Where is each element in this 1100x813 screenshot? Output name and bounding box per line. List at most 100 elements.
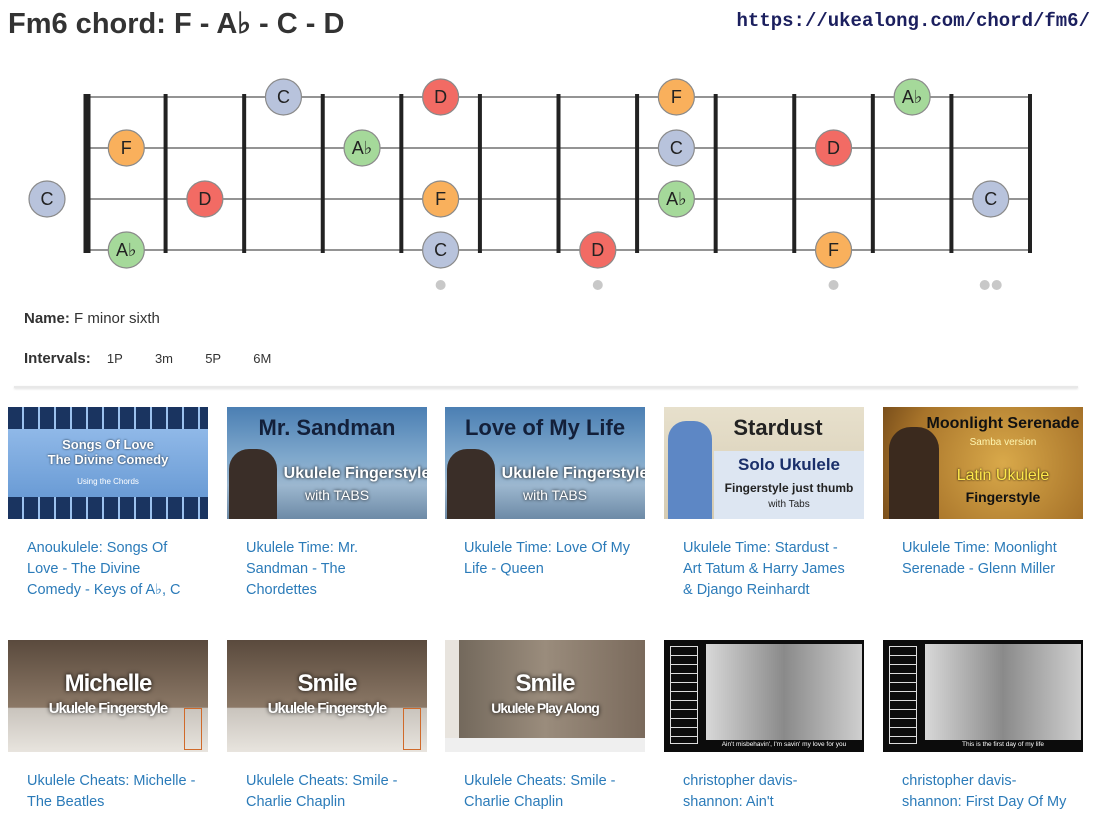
video-title-link[interactable]: Ukulele Cheats: Michelle - The Beatles — [27, 773, 196, 810]
note-marker — [28, 180, 66, 218]
video-card[interactable]: Ain't misbehavin', I'm savin' my love fo… — [664, 640, 864, 810]
video-title-link[interactable]: christopher davis-shannon: First Day Of … — [902, 773, 1067, 810]
note-label: F — [435, 189, 446, 209]
video-title-link[interactable]: Ukulele Time: Love Of My Life - Queen — [464, 540, 630, 577]
name-label: Name: — [24, 310, 70, 327]
thumb-decoration — [403, 708, 421, 750]
name-value: F minor sixth — [74, 310, 160, 327]
note-label: A♭ — [902, 87, 923, 107]
note-label: F — [121, 138, 132, 158]
thumb-decoration — [670, 646, 698, 744]
note-label: A♭ — [352, 138, 373, 158]
video-card[interactable]: This is the first day of my life christop… — [883, 640, 1083, 810]
note-label: D — [198, 189, 211, 209]
thumb-caption: This is the first day of my life — [962, 741, 1044, 748]
note-marker — [814, 231, 853, 269]
interval-2: 3m — [154, 351, 174, 366]
thumb-subtitle-3: with Tabs — [768, 499, 810, 510]
video-title-link[interactable]: Ukulele Time: Moonlight Serenade - Glenn… — [902, 540, 1057, 577]
video-title-link[interactable]: Ukulele Cheats: Smile - Charlie Chaplin — [464, 773, 616, 810]
note-marker — [107, 129, 145, 167]
thumb-decoration — [445, 738, 645, 752]
fret-marker-dot — [828, 280, 839, 290]
thumb-subtitle: Ukulele Fingerstyle — [267, 700, 388, 717]
note-label: D — [434, 87, 447, 107]
interval-1: 1P — [106, 351, 123, 366]
thumb-subtitle: Samba version — [969, 437, 1037, 448]
note-marker — [972, 180, 1010, 218]
note-label: C — [984, 189, 997, 209]
note-marker — [657, 78, 695, 116]
video-title-link[interactable]: Anoukulele: Songs Of Love - The Divine C… — [27, 540, 181, 598]
note-marker — [186, 180, 224, 218]
thumb-decoration — [889, 427, 939, 519]
thumb-subtitle-2: Latin Ukulele — [956, 467, 1050, 484]
thumb-decoration — [706, 644, 862, 740]
page-url[interactable]: https://ukealong.com/chord/fm6/ — [736, 10, 1090, 32]
fret-marker-dot — [979, 280, 990, 290]
note-marker — [264, 78, 303, 116]
interval-4: 6M — [253, 351, 272, 366]
fret-marker-dot — [991, 280, 1002, 290]
thumb-subtitle: Ukulele Play Along — [491, 700, 600, 716]
video-title-link[interactable]: Ukulele Time: Stardust - Art Tatum & Har… — [683, 540, 845, 598]
note-label: D — [827, 138, 840, 158]
note-label: A♭ — [116, 240, 137, 260]
note-label: F — [671, 87, 682, 107]
interval-3: 5P — [205, 351, 222, 366]
thumb-decoration — [668, 421, 712, 519]
note-marker — [657, 180, 695, 218]
note-label: D — [591, 240, 604, 260]
chord-name-row: Name: F minor sixth — [24, 310, 285, 328]
thumb-title: Moonlight Serenade — [926, 415, 1080, 432]
thumb-subtitle-2: with TABS — [522, 487, 588, 503]
note-marker — [343, 129, 381, 167]
chord-info: Name: F minor sixth Intervals: 1P 3m 5P … — [24, 310, 285, 390]
page-title: Fm6 chord: F - A♭ - C - D — [8, 8, 345, 40]
note-label: C — [41, 189, 54, 209]
thumb-decoration — [447, 449, 495, 519]
section-divider — [14, 386, 1078, 388]
thumb-subtitle: Ukulele Fingerstyle — [283, 465, 427, 482]
thumb-title: Stardust — [733, 415, 823, 440]
video-title-link[interactable]: Ukulele Time: Mr. Sandman - The Chordett… — [246, 540, 358, 598]
note-marker — [422, 231, 460, 269]
thumb-decoration — [8, 497, 208, 519]
note-marker — [893, 78, 931, 116]
video-thumbnail[interactable]: This is the first day of my life — [883, 640, 1083, 752]
thumb-decoration — [229, 449, 277, 519]
thumb-subtitle-2: Fingerstyle just thumb — [724, 481, 854, 495]
note-label: A♭ — [666, 189, 687, 209]
thumb-subtitle: Using the Chords — [77, 477, 139, 486]
note-marker — [657, 129, 695, 167]
thumb-decoration — [889, 646, 917, 744]
note-marker — [579, 231, 617, 269]
thumb-caption: Ain't misbehavin', I'm savin' my love fo… — [721, 741, 847, 748]
fret-marker-dot — [592, 280, 603, 290]
video-title-link[interactable]: christopher davis-shannon: Ain't — [683, 773, 798, 810]
thumb-title: Mr. Sandman — [258, 415, 396, 440]
video-thumbnail[interactable]: Ain't misbehavin', I'm savin' my love fo… — [664, 640, 864, 752]
note-marker — [422, 180, 460, 218]
video-title-link[interactable]: Ukulele Cheats: Smile - Charlie Chaplin — [246, 773, 398, 810]
thumb-subtitle: Solo Ukulele — [737, 455, 841, 474]
thumb-title: Michelle — [64, 670, 153, 697]
